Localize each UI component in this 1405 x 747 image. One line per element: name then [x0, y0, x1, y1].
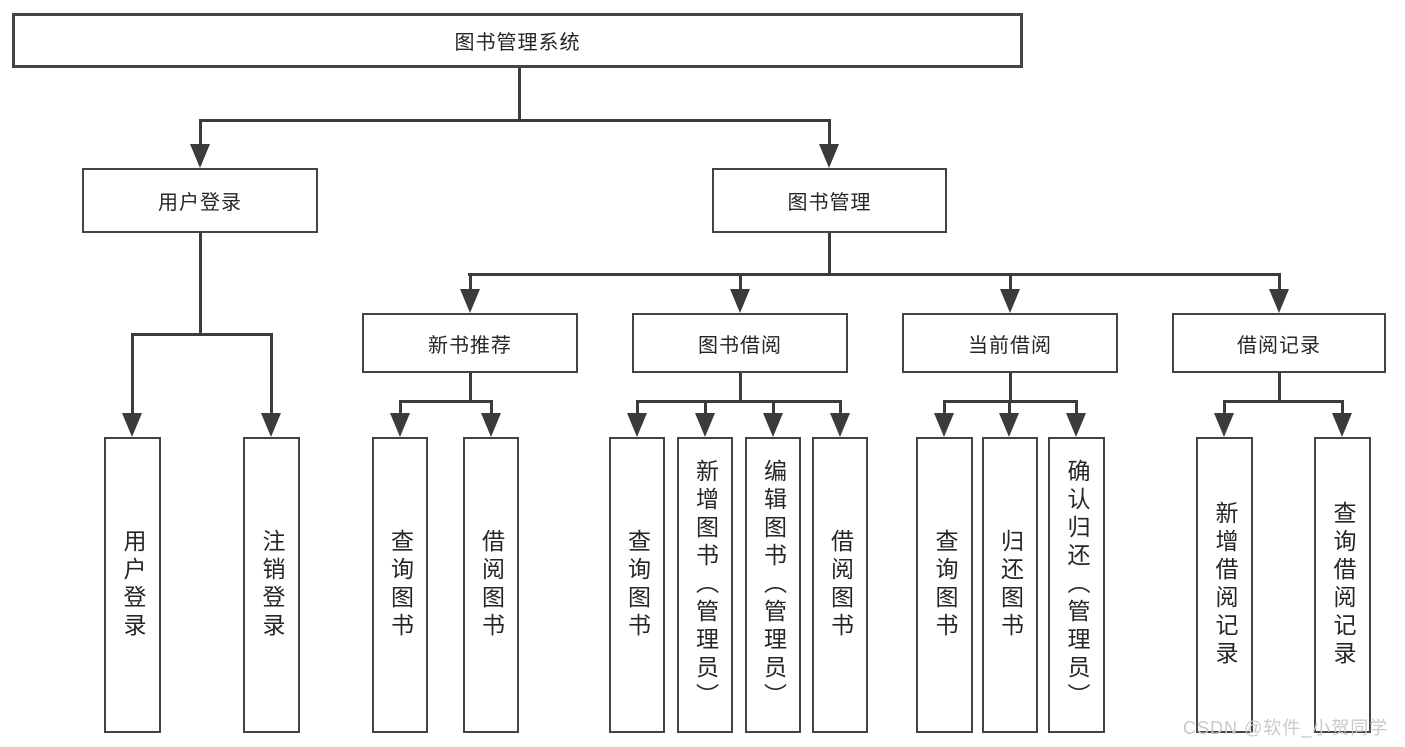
- connector-nbr-down: [469, 373, 472, 403]
- connector-bb-down: [739, 373, 742, 403]
- connector-leaf-stem: [1223, 400, 1226, 416]
- leaf-label: 查询借阅记录: [1330, 501, 1356, 669]
- connector-leaf-stem: [1009, 273, 1012, 291]
- arrow-down-icon: [627, 413, 647, 437]
- leaf-label: 借阅图书: [827, 529, 854, 641]
- connector-leaf-stem: [636, 400, 639, 416]
- connector-root-stem: [518, 68, 521, 121]
- leaf-label: 用户登录: [120, 529, 146, 641]
- connector-leaf-stem: [943, 400, 946, 416]
- leaf-nbr-borrow-books: 借阅图书: [463, 437, 519, 733]
- leaf-label: 编辑图书（管理员）: [760, 459, 787, 711]
- arrow-down-icon: [1269, 289, 1289, 313]
- leaf-nbr-query-books: 查询图书: [372, 437, 428, 733]
- leaf-cb-confirm-return-admin: 确认归还（管理员）: [1048, 437, 1105, 733]
- connector-leaf-stem: [1008, 400, 1011, 416]
- connector-leaf-stem: [772, 400, 775, 416]
- leaf-label: 归还图书: [997, 529, 1024, 641]
- connector-user-login-stem: [199, 119, 202, 147]
- connector-leaf-stem: [399, 400, 402, 416]
- connector-nbr-rail: [399, 400, 493, 403]
- node-new-book-recommendation: 新书推荐: [362, 313, 578, 373]
- leaf-cb-return-books: 归还图书: [982, 437, 1038, 733]
- leaf-label: 借阅图书: [478, 529, 505, 641]
- connector-cb-down: [1009, 373, 1012, 403]
- connector-leaf-stem: [739, 273, 742, 291]
- connector-leaf-stem: [490, 400, 493, 416]
- leaf-bb-borrow-books: 借阅图书: [812, 437, 868, 733]
- leaf-label: 确认归还（管理员）: [1064, 459, 1090, 711]
- arrow-down-icon: [1214, 413, 1234, 437]
- arrow-down-icon: [190, 144, 210, 168]
- leaf-label: 新增借阅记录: [1212, 501, 1238, 669]
- leaf-label: 查询图书: [624, 529, 651, 641]
- node-library-management-system: 图书管理系统: [12, 13, 1023, 68]
- connector-book-mgmt-stem: [828, 119, 831, 147]
- arrow-down-icon: [1066, 413, 1086, 437]
- leaf-logout: 注销登录: [243, 437, 300, 733]
- connector-leaf-stem: [469, 273, 472, 291]
- leaf-br-add-record: 新增借阅记录: [1196, 437, 1253, 733]
- connector-br-rail: [1223, 400, 1344, 403]
- connector-leaf-stem: [839, 400, 842, 416]
- leaf-cb-query-books: 查询图书: [916, 437, 973, 733]
- arrow-down-icon: [460, 289, 480, 313]
- leaf-bb-add-books-admin: 新增图书（管理员）: [677, 437, 733, 733]
- leaf-label: 查询图书: [932, 529, 958, 641]
- connector-bb-rail: [636, 400, 842, 403]
- connector-leaf-stem: [131, 333, 134, 415]
- arrow-down-icon: [934, 413, 954, 437]
- connector-leaf-stem: [270, 333, 273, 415]
- arrow-down-icon: [730, 289, 750, 313]
- connector-level1-rail: [199, 119, 831, 122]
- connector-user-login-rail: [131, 333, 273, 336]
- arrow-down-icon: [819, 144, 839, 168]
- arrow-down-icon: [830, 413, 850, 437]
- arrow-down-icon: [122, 413, 142, 437]
- connector-user-login-down: [199, 233, 202, 336]
- arrow-down-icon: [695, 413, 715, 437]
- node-book-borrowing: 图书借阅: [632, 313, 848, 373]
- connector-leaf-stem: [1341, 400, 1344, 416]
- arrow-down-icon: [261, 413, 281, 437]
- arrow-down-icon: [999, 413, 1019, 437]
- leaf-bb-query-books: 查询图书: [609, 437, 665, 733]
- arrow-down-icon: [481, 413, 501, 437]
- leaf-user-login: 用户登录: [104, 437, 161, 733]
- node-user-login-group: 用户登录: [82, 168, 318, 233]
- leaf-bb-edit-books-admin: 编辑图书（管理员）: [745, 437, 801, 733]
- connector-leaf-stem: [704, 400, 707, 416]
- node-borrowing-records: 借阅记录: [1172, 313, 1386, 373]
- arrow-down-icon: [390, 413, 410, 437]
- node-current-borrowing: 当前借阅: [902, 313, 1118, 373]
- leaf-label: 注销登录: [259, 529, 285, 641]
- connector-leaf-stem: [1278, 273, 1281, 291]
- arrow-down-icon: [763, 413, 783, 437]
- node-book-management-group: 图书管理: [712, 168, 947, 233]
- connector-level3-rail: [468, 273, 1281, 276]
- arrow-down-icon: [1000, 289, 1020, 313]
- leaf-label: 查询图书: [387, 529, 414, 641]
- arrow-down-icon: [1332, 413, 1352, 437]
- connector-leaf-stem: [1075, 400, 1078, 416]
- watermark: CSDN @软件_小贺同学: [1183, 718, 1389, 738]
- connector-book-mgmt-down: [828, 233, 831, 276]
- connector-br-down: [1278, 373, 1281, 403]
- leaf-br-query-record: 查询借阅记录: [1314, 437, 1371, 733]
- leaf-label: 新增图书（管理员）: [692, 459, 719, 711]
